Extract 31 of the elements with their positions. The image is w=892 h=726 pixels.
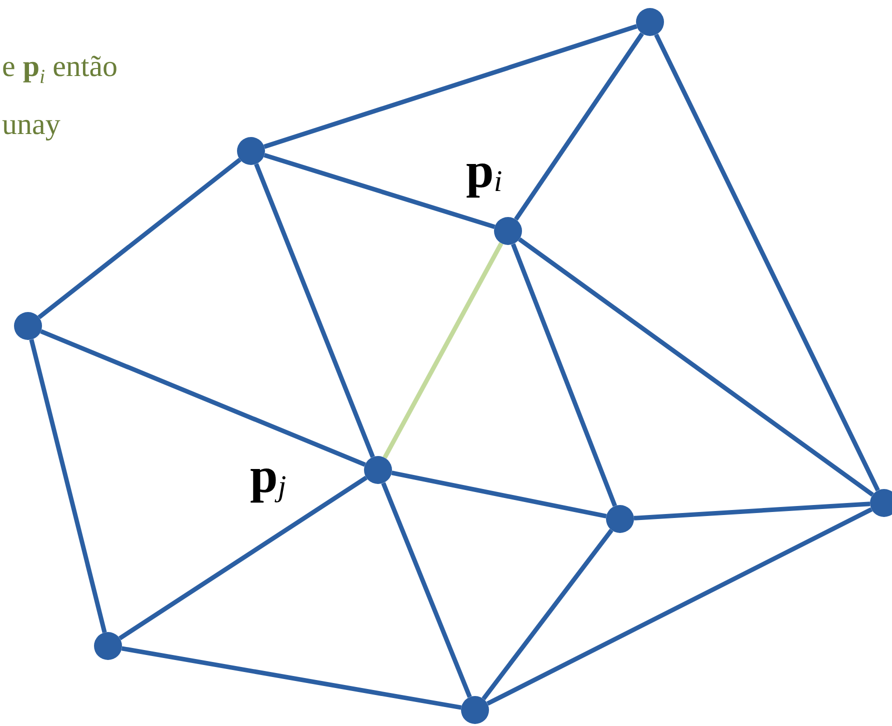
- edge-line: [264, 153, 496, 229]
- edge-line: [391, 470, 607, 518]
- vertex-dot: [94, 632, 122, 660]
- edge-line: [121, 646, 462, 710]
- edge-line: [264, 24, 638, 149]
- vertex-dot: [870, 489, 892, 517]
- vertex-label: p$_{i}$: [466, 145, 502, 197]
- edge-line: [118, 476, 368, 640]
- vertex-dot: [636, 8, 664, 36]
- edge-line: [29, 339, 107, 633]
- note-text: unay: [2, 108, 60, 141]
- edge-line: [382, 242, 504, 459]
- edge-line: [486, 507, 873, 706]
- edge-line: [38, 158, 242, 320]
- vertex-dot: [606, 505, 634, 533]
- note-text: e p$_{i}$ então: [2, 50, 118, 88]
- edge-line: [254, 163, 375, 458]
- edge-line: [514, 32, 644, 221]
- vertex-label: p$_{j}$: [250, 450, 286, 502]
- edge-line: [654, 34, 880, 492]
- vertex-dot: [237, 137, 265, 165]
- vertex-dot: [494, 217, 522, 245]
- edge-line: [634, 502, 870, 520]
- edge-line: [40, 329, 366, 467]
- vertex-dot: [14, 312, 42, 340]
- vertex-dot: [461, 696, 489, 724]
- edge-line: [518, 237, 874, 497]
- vertex-dot: [364, 456, 392, 484]
- edge-line: [482, 528, 614, 700]
- edge-line: [381, 482, 472, 698]
- edge-line: [510, 243, 618, 507]
